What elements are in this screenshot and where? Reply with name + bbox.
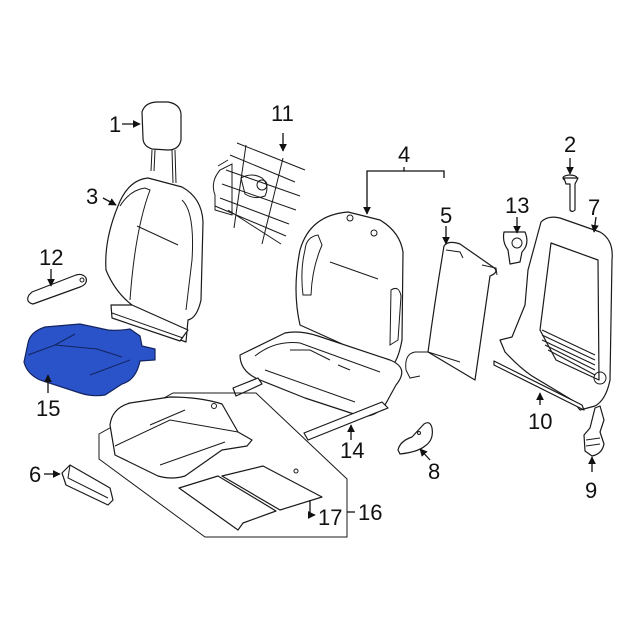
callout-2[interactable]: 2 bbox=[564, 132, 577, 157]
seat-back-panel-part[interactable] bbox=[405, 241, 498, 381]
callout-13[interactable]: 13 bbox=[505, 193, 530, 218]
callout-4[interactable]: 4 bbox=[398, 142, 411, 167]
callout-3[interactable]: 3 bbox=[86, 184, 99, 209]
lumbar-support-part[interactable] bbox=[212, 142, 306, 245]
callout-10[interactable]: 10 bbox=[528, 409, 553, 434]
callout-14[interactable]: 14 bbox=[340, 438, 365, 463]
cushion-assembly-group bbox=[98, 392, 348, 538]
callout-7[interactable]: 7 bbox=[588, 195, 601, 220]
callout-1[interactable]: 1 bbox=[109, 112, 122, 137]
seat-assembly-part[interactable] bbox=[232, 211, 404, 441]
callout-12[interactable]: 12 bbox=[39, 245, 64, 270]
callout-9[interactable]: 9 bbox=[585, 478, 598, 503]
seat-back-frame-part[interactable] bbox=[499, 216, 613, 411]
headrest-part[interactable] bbox=[141, 101, 182, 184]
callout-11[interactable]: 11 bbox=[271, 101, 294, 126]
callout-8[interactable]: 8 bbox=[428, 459, 441, 484]
motor-part[interactable] bbox=[583, 405, 605, 457]
rod-part[interactable] bbox=[493, 360, 585, 411]
callout-5[interactable]: 5 bbox=[440, 203, 453, 228]
callout-15[interactable]: 15 bbox=[36, 396, 61, 421]
guide-bracket-part[interactable] bbox=[502, 231, 528, 265]
headrest-guide-part[interactable] bbox=[562, 174, 579, 213]
cushion-cover-part[interactable] bbox=[23, 323, 156, 397]
recliner-handle-part[interactable] bbox=[397, 422, 433, 455]
callout-leaders bbox=[44, 120, 599, 519]
callout-17[interactable]: 17 bbox=[318, 505, 343, 530]
seat-back-cover-part[interactable] bbox=[105, 177, 204, 343]
callout-16[interactable]: 16 bbox=[358, 500, 383, 525]
trim-bracket-part[interactable] bbox=[61, 464, 114, 506]
armrest-part[interactable] bbox=[27, 273, 87, 305]
callout-6[interactable]: 6 bbox=[29, 462, 42, 487]
